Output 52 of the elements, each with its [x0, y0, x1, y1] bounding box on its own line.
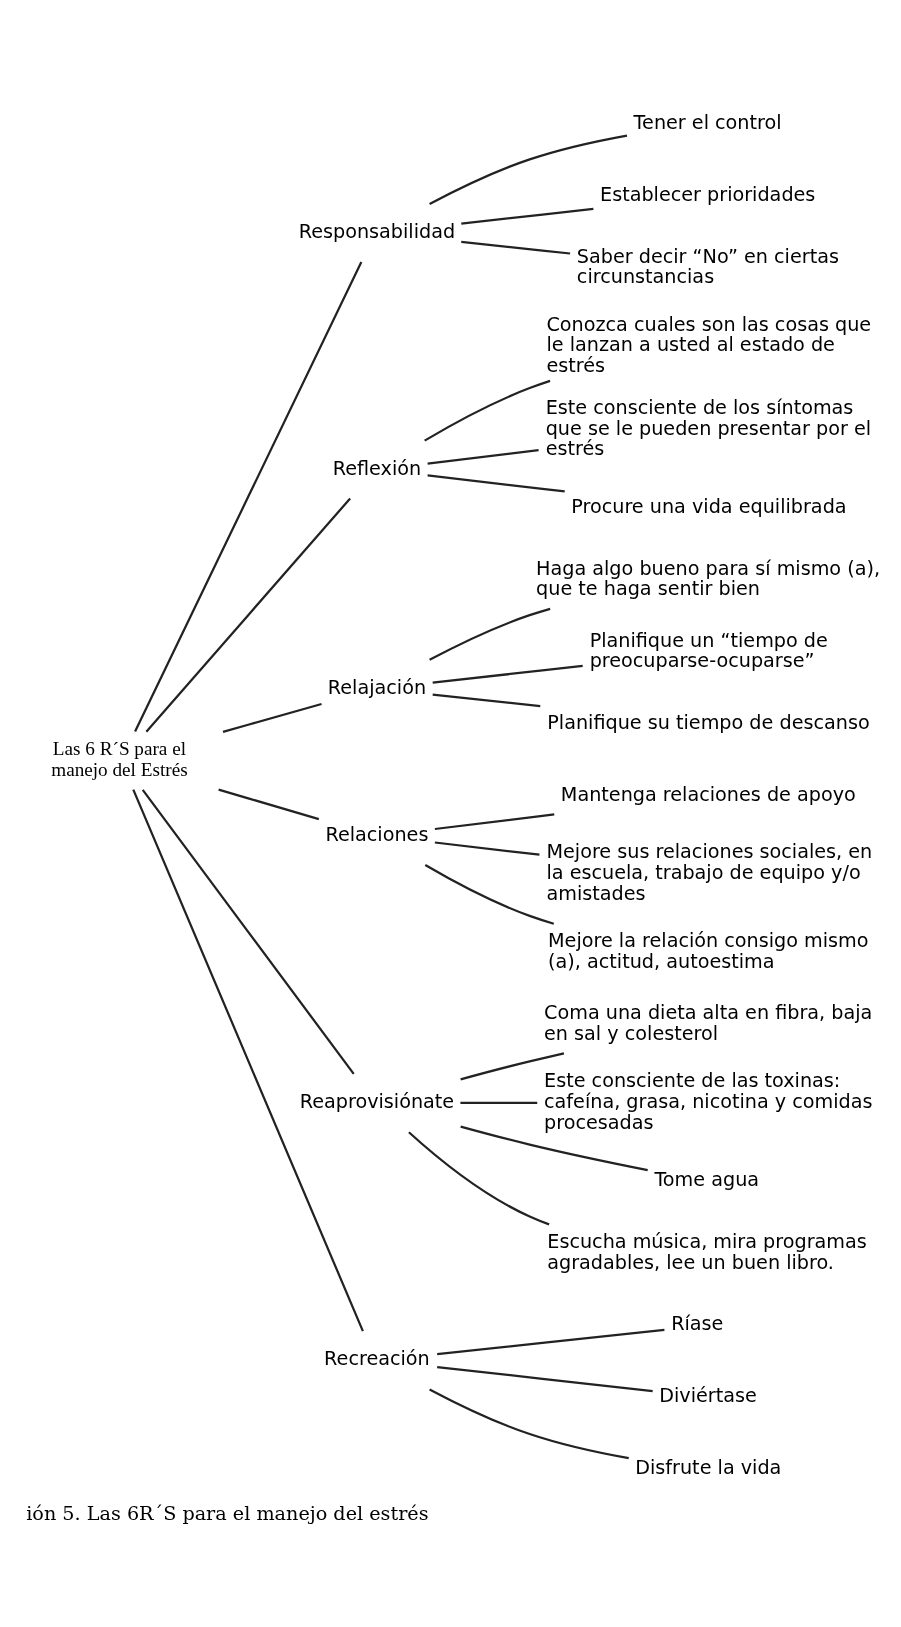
node-text: Disfrute la vida: [635, 1456, 782, 1480]
connector: [222, 702, 322, 733]
node-text: Ríase: [671, 1312, 724, 1336]
connector: [460, 1052, 565, 1081]
connector: [427, 474, 565, 493]
connector: [461, 240, 571, 255]
node-text: Escucha música, mira programas agradables, lee un buen libro.: [547, 1229, 867, 1274]
node-text: Coma una dieta alta en fibra, baja en sal y colesterol: [544, 1001, 873, 1045]
node-text: Haga algo bueno para sí mismo (a), que te haga sentir bien: [536, 556, 881, 601]
node-text: Las 6 R´S para el manejo del Estrés: [51, 738, 188, 781]
node-text: Este consciente de los síntomas que se le pueden presentar por el estrés: [545, 395, 872, 461]
connector: [134, 261, 363, 733]
node-text: Responsabilidad: [298, 219, 456, 243]
connector: [145, 497, 351, 733]
connector: [434, 841, 540, 856]
connector: [424, 864, 555, 925]
node-text: Reaprovisiónate: [299, 1089, 455, 1113]
node-text: Relajación: [327, 675, 427, 699]
node-text: Reflexión: [332, 456, 422, 480]
node-text: Mejore sus relaciones sociales, en la escuela, trabajo de equipo y/o amistades: [546, 840, 873, 906]
node-text: Establecer prioridades: [600, 183, 816, 207]
node-text: Mejore la relación consigo mismo (a), actitud, autoestima: [548, 929, 869, 973]
node-text: Planifique un “tiempo de preocuparse-ocuparse”: [589, 628, 828, 673]
connector: [460, 1101, 538, 1105]
node-text: Este consciente de las toxinas: cafeína, grasa, nicotina y comidas procesadas: [544, 1069, 873, 1134]
node-text: Tome agua: [654, 1168, 760, 1192]
node-text: Saber decir “No” en ciertas circunstancias: [576, 244, 839, 289]
connector: [429, 607, 551, 661]
connector: [437, 1328, 665, 1356]
node-text: Mantenga relaciones de apoyo: [560, 782, 856, 806]
connector: [437, 1365, 653, 1393]
connector: [434, 813, 555, 831]
node-text: Diviértase: [659, 1384, 757, 1408]
connector: [432, 693, 541, 708]
connector: [429, 1388, 629, 1460]
connector: [132, 789, 364, 1332]
connector: [408, 1131, 550, 1226]
node-text: Recreación: [324, 1347, 430, 1371]
connector: [141, 789, 355, 1075]
connector: [218, 788, 320, 821]
node-text: Procure una vida equilibrada: [571, 494, 847, 518]
caption: ión 5. Las 6R´S para el manejo del estrés: [26, 1501, 429, 1525]
connector: [461, 207, 594, 225]
connector: [427, 449, 539, 465]
connector: [432, 664, 583, 684]
connector: [460, 1125, 648, 1172]
connector: [424, 379, 551, 442]
node-text: Tener el control: [633, 111, 782, 135]
connector: [429, 134, 628, 205]
node-text: Relaciones: [325, 822, 429, 846]
node-text: Conozca cuales son las cosas que le lanzan a usted al estado de estrés: [546, 312, 872, 378]
node-text: Planifique su tiempo de descanso: [547, 710, 870, 734]
